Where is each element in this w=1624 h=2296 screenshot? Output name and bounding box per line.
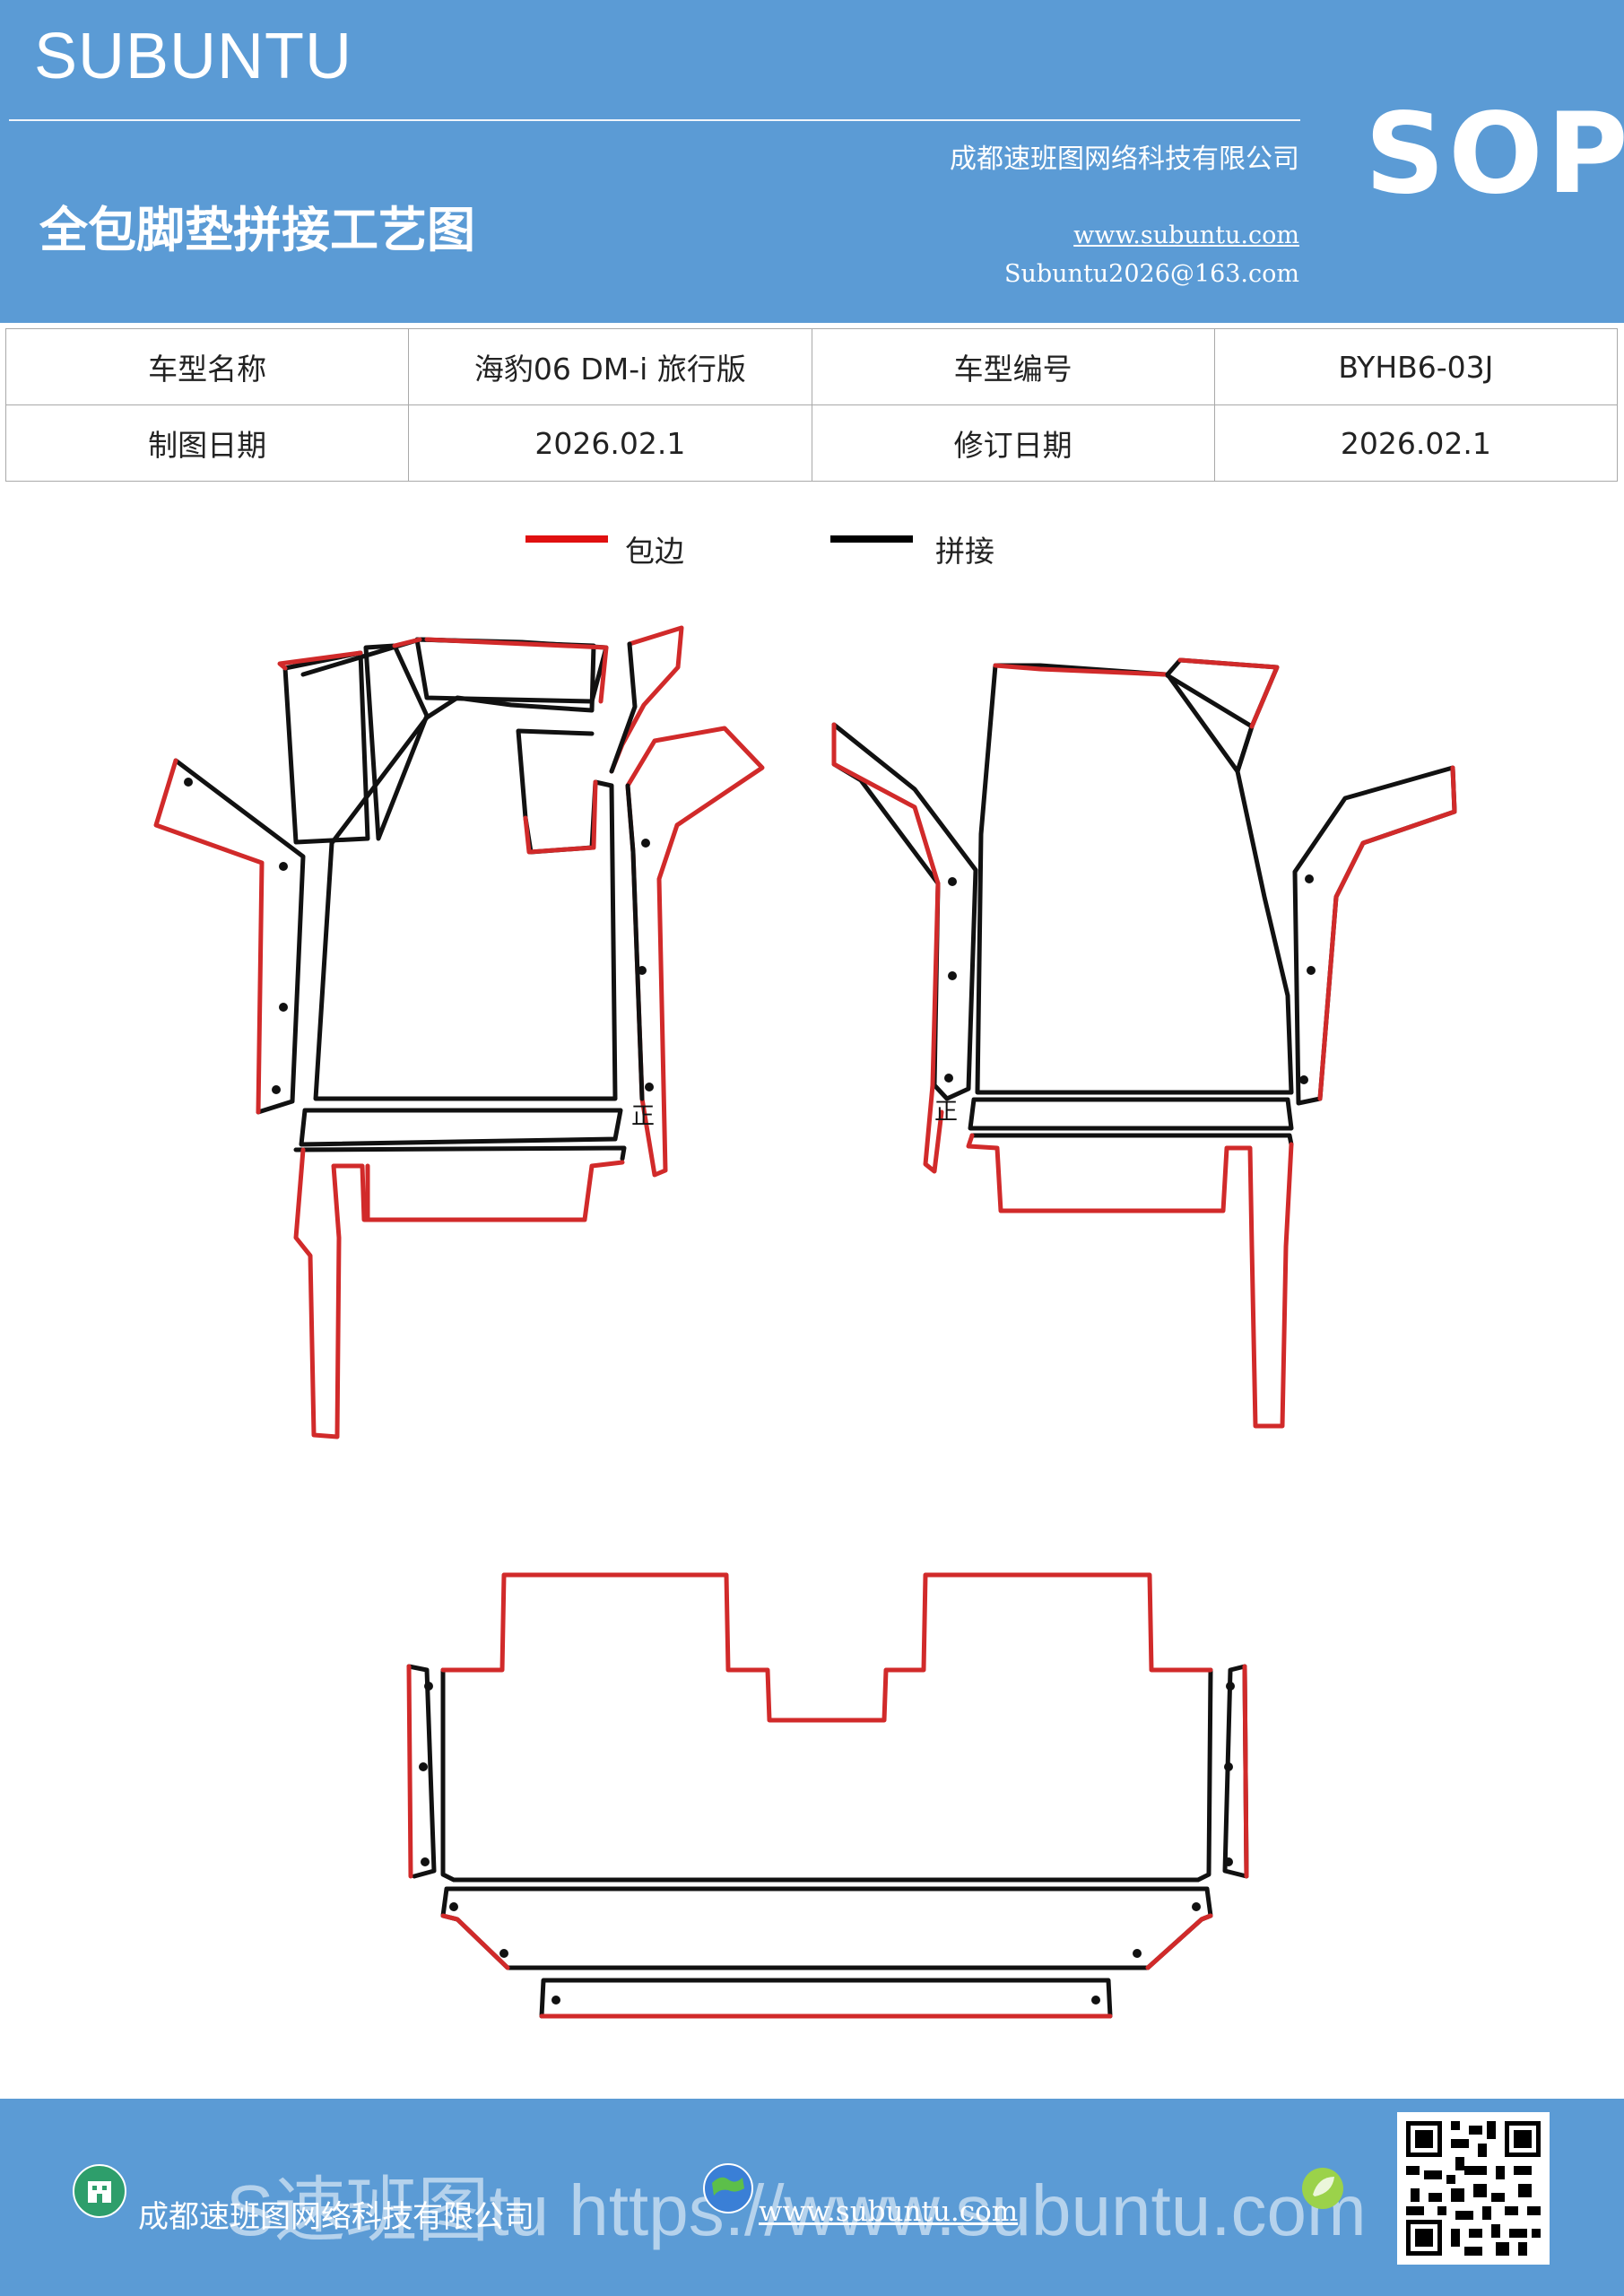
footer-banner: S速班图tu https://www.subuntu.com 成都速班图网络科技… [0, 2099, 1624, 2296]
header-divider [9, 119, 1300, 121]
value-draw-date: 2026.02.1 [408, 404, 812, 482]
legend-edge-swatch [525, 535, 608, 543]
footer-website-link[interactable]: www.subuntu.com [759, 2196, 1019, 2228]
footer-company: 成都速班图网络科技有限公司 [138, 2199, 534, 2235]
front-mark-left: 正 [631, 1103, 655, 1130]
vehicle-info-table: 车型名称 海豹06 DM-i 旅行版 车型编号 BYHB6-03J 制图日期 2… [4, 328, 1619, 482]
contact-email[interactable]: Subuntu2026@163.com [1004, 260, 1299, 288]
company-name: 成都速班图网络科技有限公司 [950, 144, 1299, 175]
value-revision-date: 2026.02.1 [1213, 404, 1619, 482]
header-banner: SUBUNTU 全包脚垫拼接工艺图 成都速班图网络科技有限公司 www.subu… [0, 0, 1624, 323]
floor-mat-diagram: 正 正 [153, 625, 1457, 2019]
value-model-name: 海豹06 DM-i 旅行版 [408, 328, 812, 405]
document-title: 全包脚垫拼接工艺图 [39, 201, 475, 258]
label-model-code: 车型编号 [811, 328, 1215, 405]
legend-edge-label: 包边 [625, 534, 684, 569]
legend: 包边 拼接 [0, 527, 1624, 572]
rear-mat-set [406, 1572, 1249, 2019]
globe-icon [701, 2161, 755, 2215]
brand-name: SUBUNTU [34, 21, 353, 92]
footer-watermark: S速班图tu https://www.subuntu.com [226, 2170, 1367, 2250]
value-model-code: BYHB6-03J [1213, 328, 1619, 405]
right-mat-set: 正 [831, 657, 1457, 1429]
table-row: 车型名称 海豹06 DM-i 旅行版 车型编号 BYHB6-03J [4, 328, 1619, 405]
label-model-name: 车型名称 [4, 328, 410, 405]
leaf-icon [1300, 2166, 1345, 2211]
building-icon [72, 2163, 127, 2219]
left-mat-set: 正 [153, 625, 765, 1439]
legend-seam-swatch [830, 535, 913, 543]
qr-code[interactable] [1397, 2112, 1550, 2265]
table-row: 制图日期 2026.02.1 修订日期 2026.02.1 [4, 404, 1619, 482]
front-mark-right: 正 [934, 1099, 958, 1126]
label-draw-date: 制图日期 [4, 404, 410, 482]
label-revision-date: 修订日期 [811, 404, 1215, 482]
sop-badge: SOP [1365, 90, 1624, 219]
website-link[interactable]: www.subuntu.com [1073, 222, 1299, 249]
legend-seam-label: 拼接 [935, 534, 994, 569]
